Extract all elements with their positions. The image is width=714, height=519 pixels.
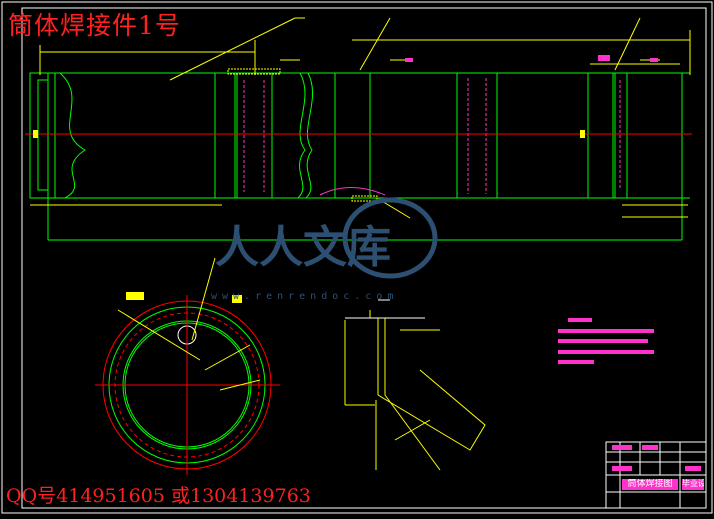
contact-text: QQ号414951605 或1304139763 [6,485,311,507]
weld-detail-view [344,299,486,471]
shell-section-view [95,257,280,475]
title-block-school: 毕业设计 [682,479,704,490]
title-block [605,441,707,509]
shell-elevation-view [25,17,692,241]
drawing-title: 筒体焊接件1号 [8,11,181,40]
title-block-name: 筒体焊接图 [622,479,678,490]
inner-frame [21,7,707,509]
watermark-url: www.renrendoc.com [211,291,399,302]
technical-notes-block [558,318,654,364]
watermark-logo-text: 人人文库 [215,222,391,273]
watermark-logo: 人人文库 [215,197,438,279]
